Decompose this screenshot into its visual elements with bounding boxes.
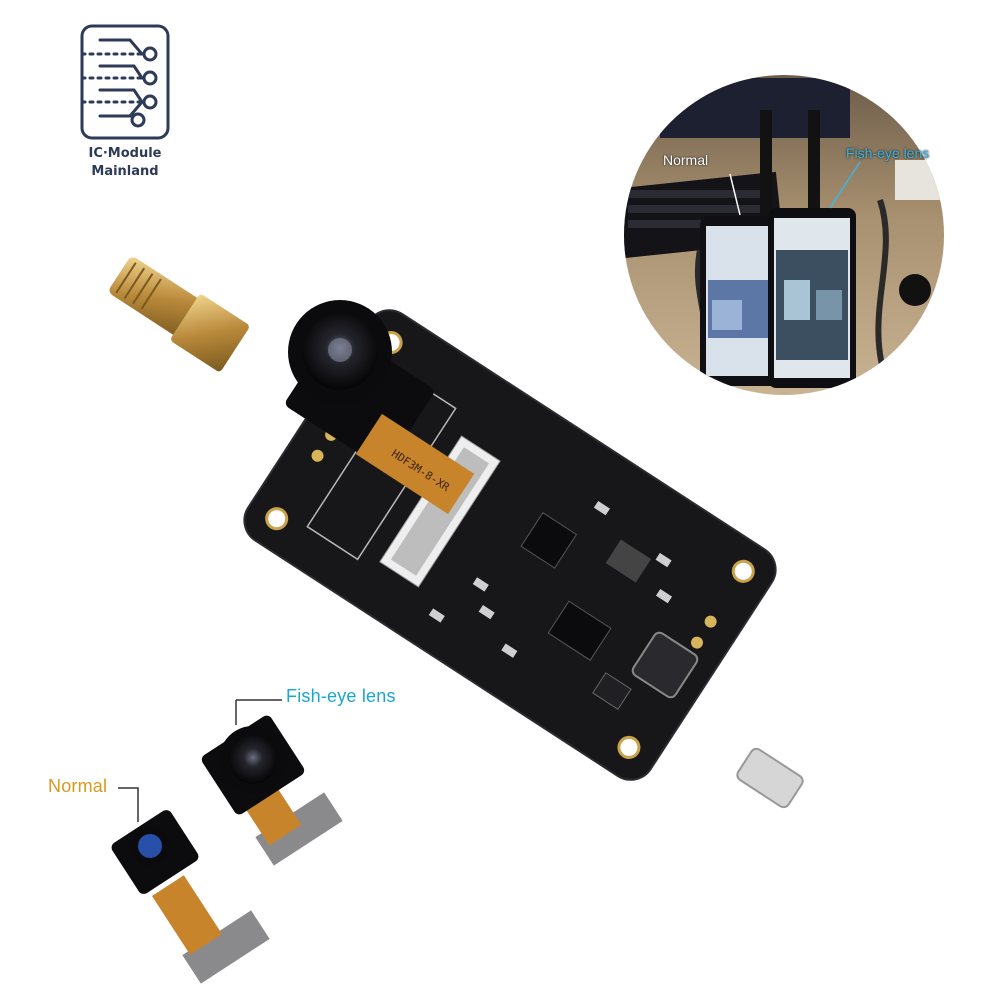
normal-lens-label: Normal xyxy=(48,776,108,796)
board-camera: HDF3M-8-XR xyxy=(285,300,475,515)
logo-text-line2: Mainland xyxy=(91,164,159,179)
inset-fisheye-label: Fish-eye lens xyxy=(846,145,930,161)
fisheye-camera-module xyxy=(201,715,343,866)
circuit-logo-icon xyxy=(80,24,170,140)
fisheye-lens-label: Fish-eye lens xyxy=(286,686,396,706)
ic-module-logo: IC·Module Mainland xyxy=(70,20,180,190)
normal-camera-module xyxy=(111,810,270,984)
micro-usb-port xyxy=(736,747,804,809)
inset-normal-label: Normal xyxy=(663,152,709,168)
phone-fisheye xyxy=(768,208,856,388)
logo-text-line1: IC·Module xyxy=(88,146,162,161)
sma-antenna-connector xyxy=(109,257,249,372)
phone-normal xyxy=(700,216,782,386)
inset-photo xyxy=(624,75,944,395)
pcb-board: HDF3M-8-XR xyxy=(109,257,804,809)
